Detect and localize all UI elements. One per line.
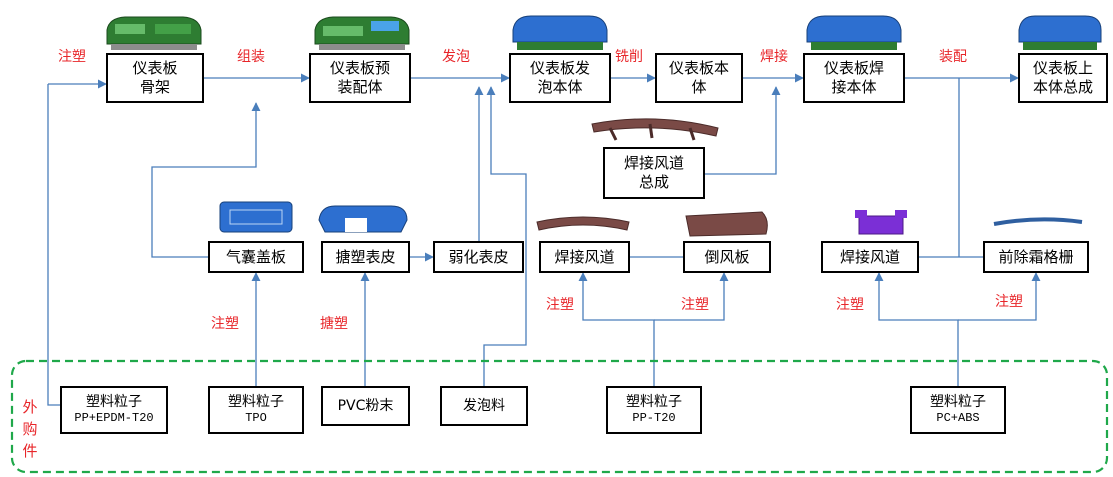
defrost-grille-part-image [993,217,1083,226]
material-name: 塑料粒子 [86,394,142,410]
process-label: 前除霜格栅 [998,247,1074,266]
process-label: 搪塑表皮 [335,247,396,266]
material-name: 发泡料 [463,397,505,414]
wire-pp-to-split [578,272,655,386]
material-name: PVC粉末 [337,397,394,414]
operation-label-foaming: 发泡 [442,49,470,65]
process-box-slush-skin: 搪塑表皮 [321,241,410,273]
preassembly-part-image [314,16,410,50]
process-label-line2: 总成 [638,173,669,191]
process-label-line2: 体 [691,78,707,96]
upper-assembly-part-image [1018,15,1102,50]
welded-body-part-image [806,15,902,50]
wire-foam-material-to-foam [483,86,527,386]
process-box-body: 仪表板本 体 [655,53,743,103]
process-label-line1: 仪表板预 [329,59,390,77]
slush-skin-part-image [318,205,408,233]
process-label-line2: 泡本体 [537,78,583,96]
operation-label-slush: 搪塑 [320,316,348,332]
material-grade: PC+ABS [936,411,980,425]
material-grade: PP-T20 [632,411,676,425]
material-box-foam: 发泡料 [440,386,528,426]
process-label: 弱化表皮 [448,247,509,266]
operation-label-injection-airbag: 注塑 [211,316,239,332]
operation-label-injection-duct-b: 注塑 [836,297,864,313]
wire-material-to-skeleton [47,84,60,406]
purchased-parts-char: 外 [22,398,38,416]
wire-duct-assy-to-welded [705,86,781,175]
process-box-airbag-cover: 气囊盖板 [208,241,304,273]
process-box-preassembly: 仪表板预 装配体 [309,53,411,103]
process-box-skeleton: 仪表板 骨架 [106,53,204,103]
material-name: 塑料粒子 [930,394,986,410]
process-box-weld-duct-b: 焊接风道 [821,241,919,273]
purchased-parts-label: 外 购 件 [22,396,38,462]
process-box-air-deflector: 倒风板 [683,241,771,273]
process-label: 倒风板 [704,247,750,266]
process-label-line1: 仪表板焊 [823,59,884,77]
process-label-line2: 骨架 [139,78,170,96]
process-label-line1: 仪表板发 [529,59,590,77]
weld-duct-part-image [536,216,630,231]
process-box-defrost-grille: 前除霜格栅 [983,241,1089,273]
wire-pcabs-to-grille [958,272,1041,321]
process-label: 焊接风道 [839,247,900,266]
wire-pcabs-to-split [874,272,959,386]
airbag-cover-part-image [219,201,293,233]
process-label-line2: 本体总成 [1032,78,1093,96]
operation-label-final-assembly: 装配 [939,49,967,65]
material-box-pc-abs: 塑料粒子 PC+ABS [910,386,1006,434]
operation-label-injection-duct-a: 注塑 [546,297,574,313]
weld-duct-b-part-image [855,210,907,235]
operation-label-injection-top: 注塑 [58,49,86,65]
process-label-line2: 装配体 [337,78,383,96]
process-label: 气囊盖板 [225,247,286,266]
process-label-line1: 仪表板 [132,59,178,77]
material-box-pp-t20: 塑料粒子 PP-T20 [606,386,702,434]
material-grade: TPO [245,411,267,425]
purchased-parts-char: 购 [22,420,38,438]
operation-label-injection-deflector: 注塑 [681,297,709,313]
purchased-parts-group-border [10,359,1109,474]
skeleton-part-image [106,16,202,50]
material-box-pvc: PVC粉末 [321,386,410,426]
process-box-weakened-skin: 弱化表皮 [433,241,524,273]
process-box-weld-duct-assy: 焊接风道 总成 [603,147,705,199]
operation-label-injection-grille: 注塑 [995,294,1023,310]
process-box-foam-body: 仪表板发 泡本体 [509,53,611,103]
process-label-line1: 仪表板上 [1032,59,1093,77]
material-name: 塑料粒子 [626,394,682,410]
material-name: 塑料粒子 [228,394,284,410]
purchased-parts-char: 件 [22,442,38,460]
air-deflector-part-image [685,211,768,237]
operation-label-assembly: 组装 [237,49,265,65]
process-label-line1: 仪表板本 [668,59,729,77]
process-label: 焊接风道 [554,247,615,266]
foam-body-part-image [512,15,608,50]
process-label-line1: 焊接风道 [623,154,684,172]
material-box-tpo: 塑料粒子 TPO [208,386,304,434]
material-box-pp-epdm: 塑料粒子 PP+EPDM-T20 [60,386,168,434]
wire-airbag-to-preassembly [151,102,261,258]
wire-pp-to-deflector [654,272,729,321]
process-box-upper-assembly: 仪表板上 本体总成 [1018,53,1108,103]
material-grade: PP+EPDM-T20 [74,411,154,425]
process-label-line2: 接本体 [831,78,877,96]
operation-label-welding: 焊接 [760,49,788,65]
process-box-welded-body: 仪表板焊 接本体 [803,53,905,103]
operation-label-milling: 铣削 [615,49,643,65]
process-box-weld-duct-a: 焊接风道 [539,241,630,273]
weld-duct-assy-part-image [591,118,719,141]
